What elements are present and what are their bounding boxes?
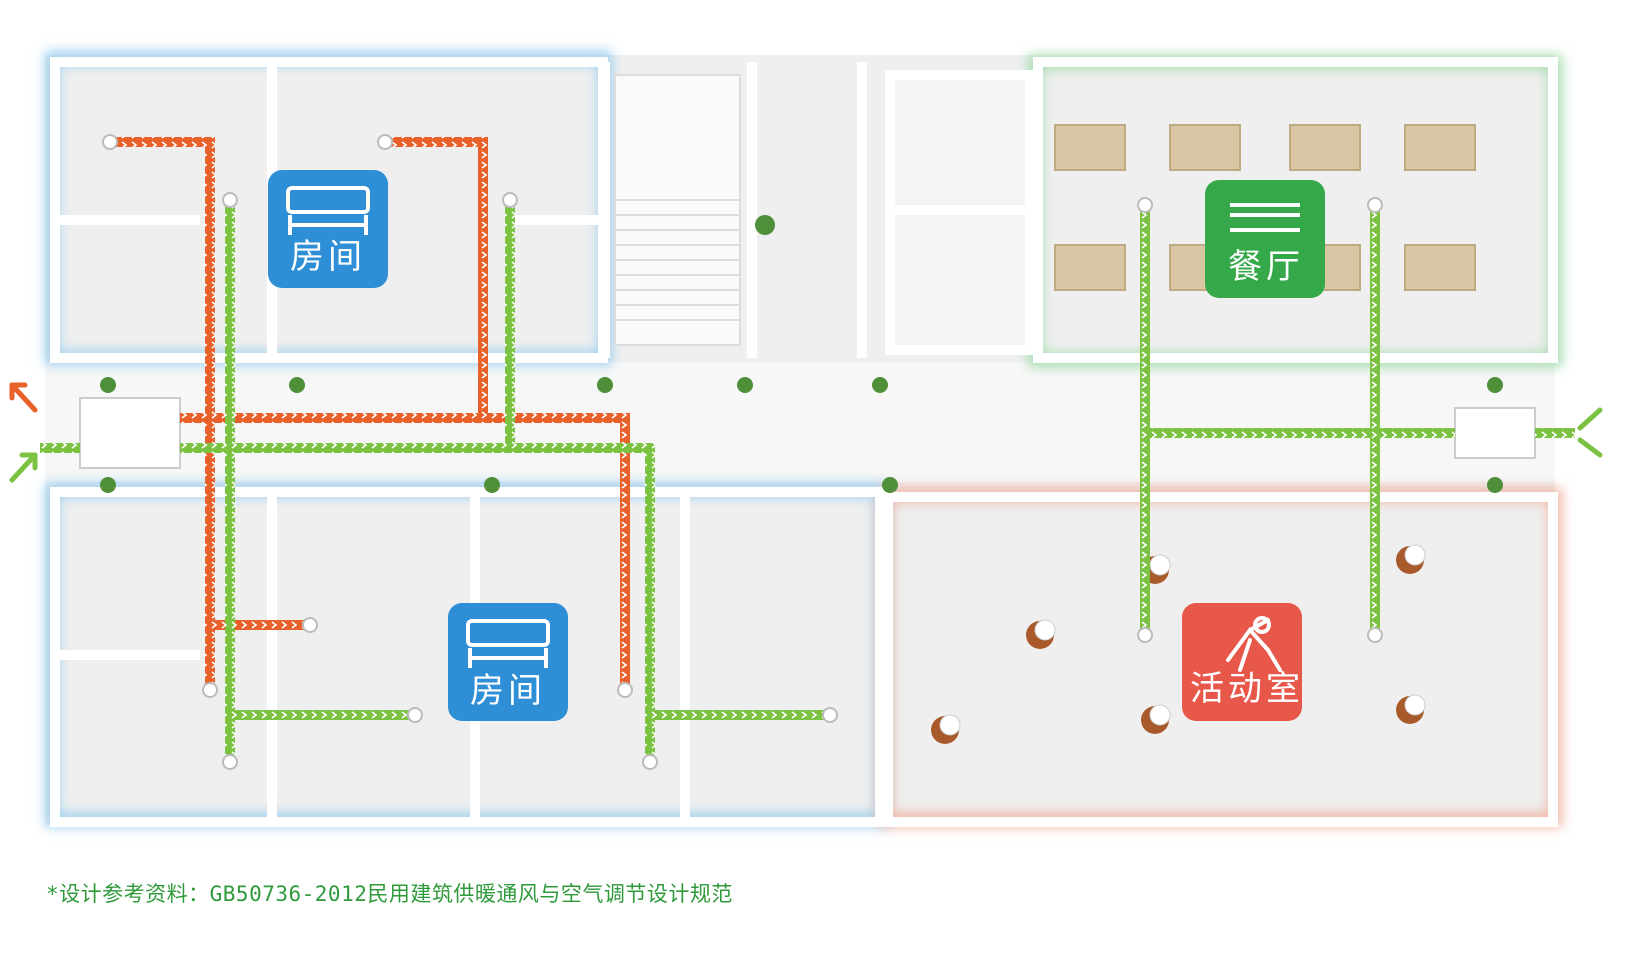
room-bottom-badge-bg bbox=[448, 603, 568, 721]
bed-icon bbox=[466, 619, 550, 668]
activity-label: 活动室 bbox=[1190, 669, 1304, 709]
ventilation-unit-right bbox=[1454, 407, 1536, 459]
stretching-person-icon bbox=[1226, 616, 1282, 672]
plants bbox=[100, 215, 1503, 493]
fork-knife-icon bbox=[1230, 203, 1300, 232]
walls bbox=[50, 57, 1558, 827]
activity-badge: 活动室 bbox=[1182, 603, 1304, 721]
room-top-badge-bg bbox=[268, 170, 388, 288]
bed-icon bbox=[286, 186, 370, 235]
design-reference-footnote: *设计参考资料：GB50736-2012民用建筑供暖通风与空气调节设计规范 bbox=[46, 882, 733, 906]
dining-badge-bg bbox=[1205, 180, 1325, 298]
room-top-label: 房间 bbox=[290, 237, 366, 277]
exhaust-ducts bbox=[110, 137, 630, 692]
exterior-airflow-arrows bbox=[9, 382, 1603, 483]
staircase bbox=[614, 74, 741, 346]
air-outlets bbox=[102, 134, 1383, 770]
dining-badge: 餐厅 bbox=[1205, 180, 1325, 298]
activity-tables bbox=[931, 544, 1426, 744]
room-bottom-badge: 房间 bbox=[448, 603, 568, 721]
fresh-air-ducts bbox=[40, 200, 1575, 763]
ventilation-unit-left bbox=[79, 397, 181, 469]
room-top-badge: 房间 bbox=[268, 170, 388, 288]
dining-label: 餐厅 bbox=[1228, 247, 1304, 287]
room-bottom-label: 房间 bbox=[470, 671, 546, 711]
